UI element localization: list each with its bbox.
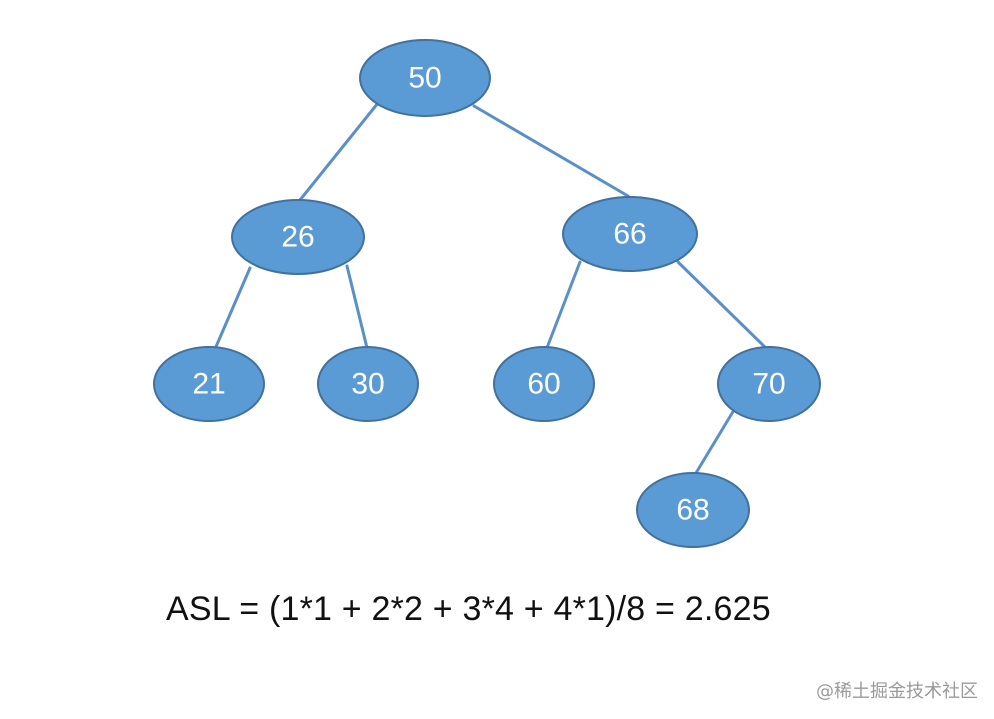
tree-node-50: 50 xyxy=(359,39,491,117)
edge-50-66 xyxy=(472,104,630,198)
node-label-70: 70 xyxy=(752,368,785,401)
tree-node-21: 21 xyxy=(153,346,265,422)
node-label-66: 66 xyxy=(613,218,646,251)
edge-66-60 xyxy=(543,260,582,355)
edge-26-21 xyxy=(210,266,252,358)
tree-node-70: 70 xyxy=(717,346,821,422)
node-label-21: 21 xyxy=(192,368,225,401)
tree-node-60: 60 xyxy=(493,346,595,422)
asl-formula: ASL = (1*1 + 2*2 + 3*4 + 4*1)/8 = 2.625 xyxy=(166,590,771,628)
node-label-26: 26 xyxy=(281,221,314,254)
node-label-50: 50 xyxy=(408,62,441,95)
tree-node-26: 26 xyxy=(231,199,365,275)
node-label-30: 30 xyxy=(351,368,384,401)
edge-26-30 xyxy=(345,264,370,354)
watermark-text: @稀土掘金技术社区 xyxy=(816,681,978,702)
tree-node-30: 30 xyxy=(317,346,419,422)
edge-70-68 xyxy=(691,408,736,480)
node-label-60: 60 xyxy=(527,368,560,401)
edge-50-26 xyxy=(298,101,380,202)
tree-node-68: 68 xyxy=(636,472,750,548)
tree-node-66: 66 xyxy=(562,196,698,272)
node-label-68: 68 xyxy=(676,494,709,527)
edge-66-70 xyxy=(676,260,772,354)
